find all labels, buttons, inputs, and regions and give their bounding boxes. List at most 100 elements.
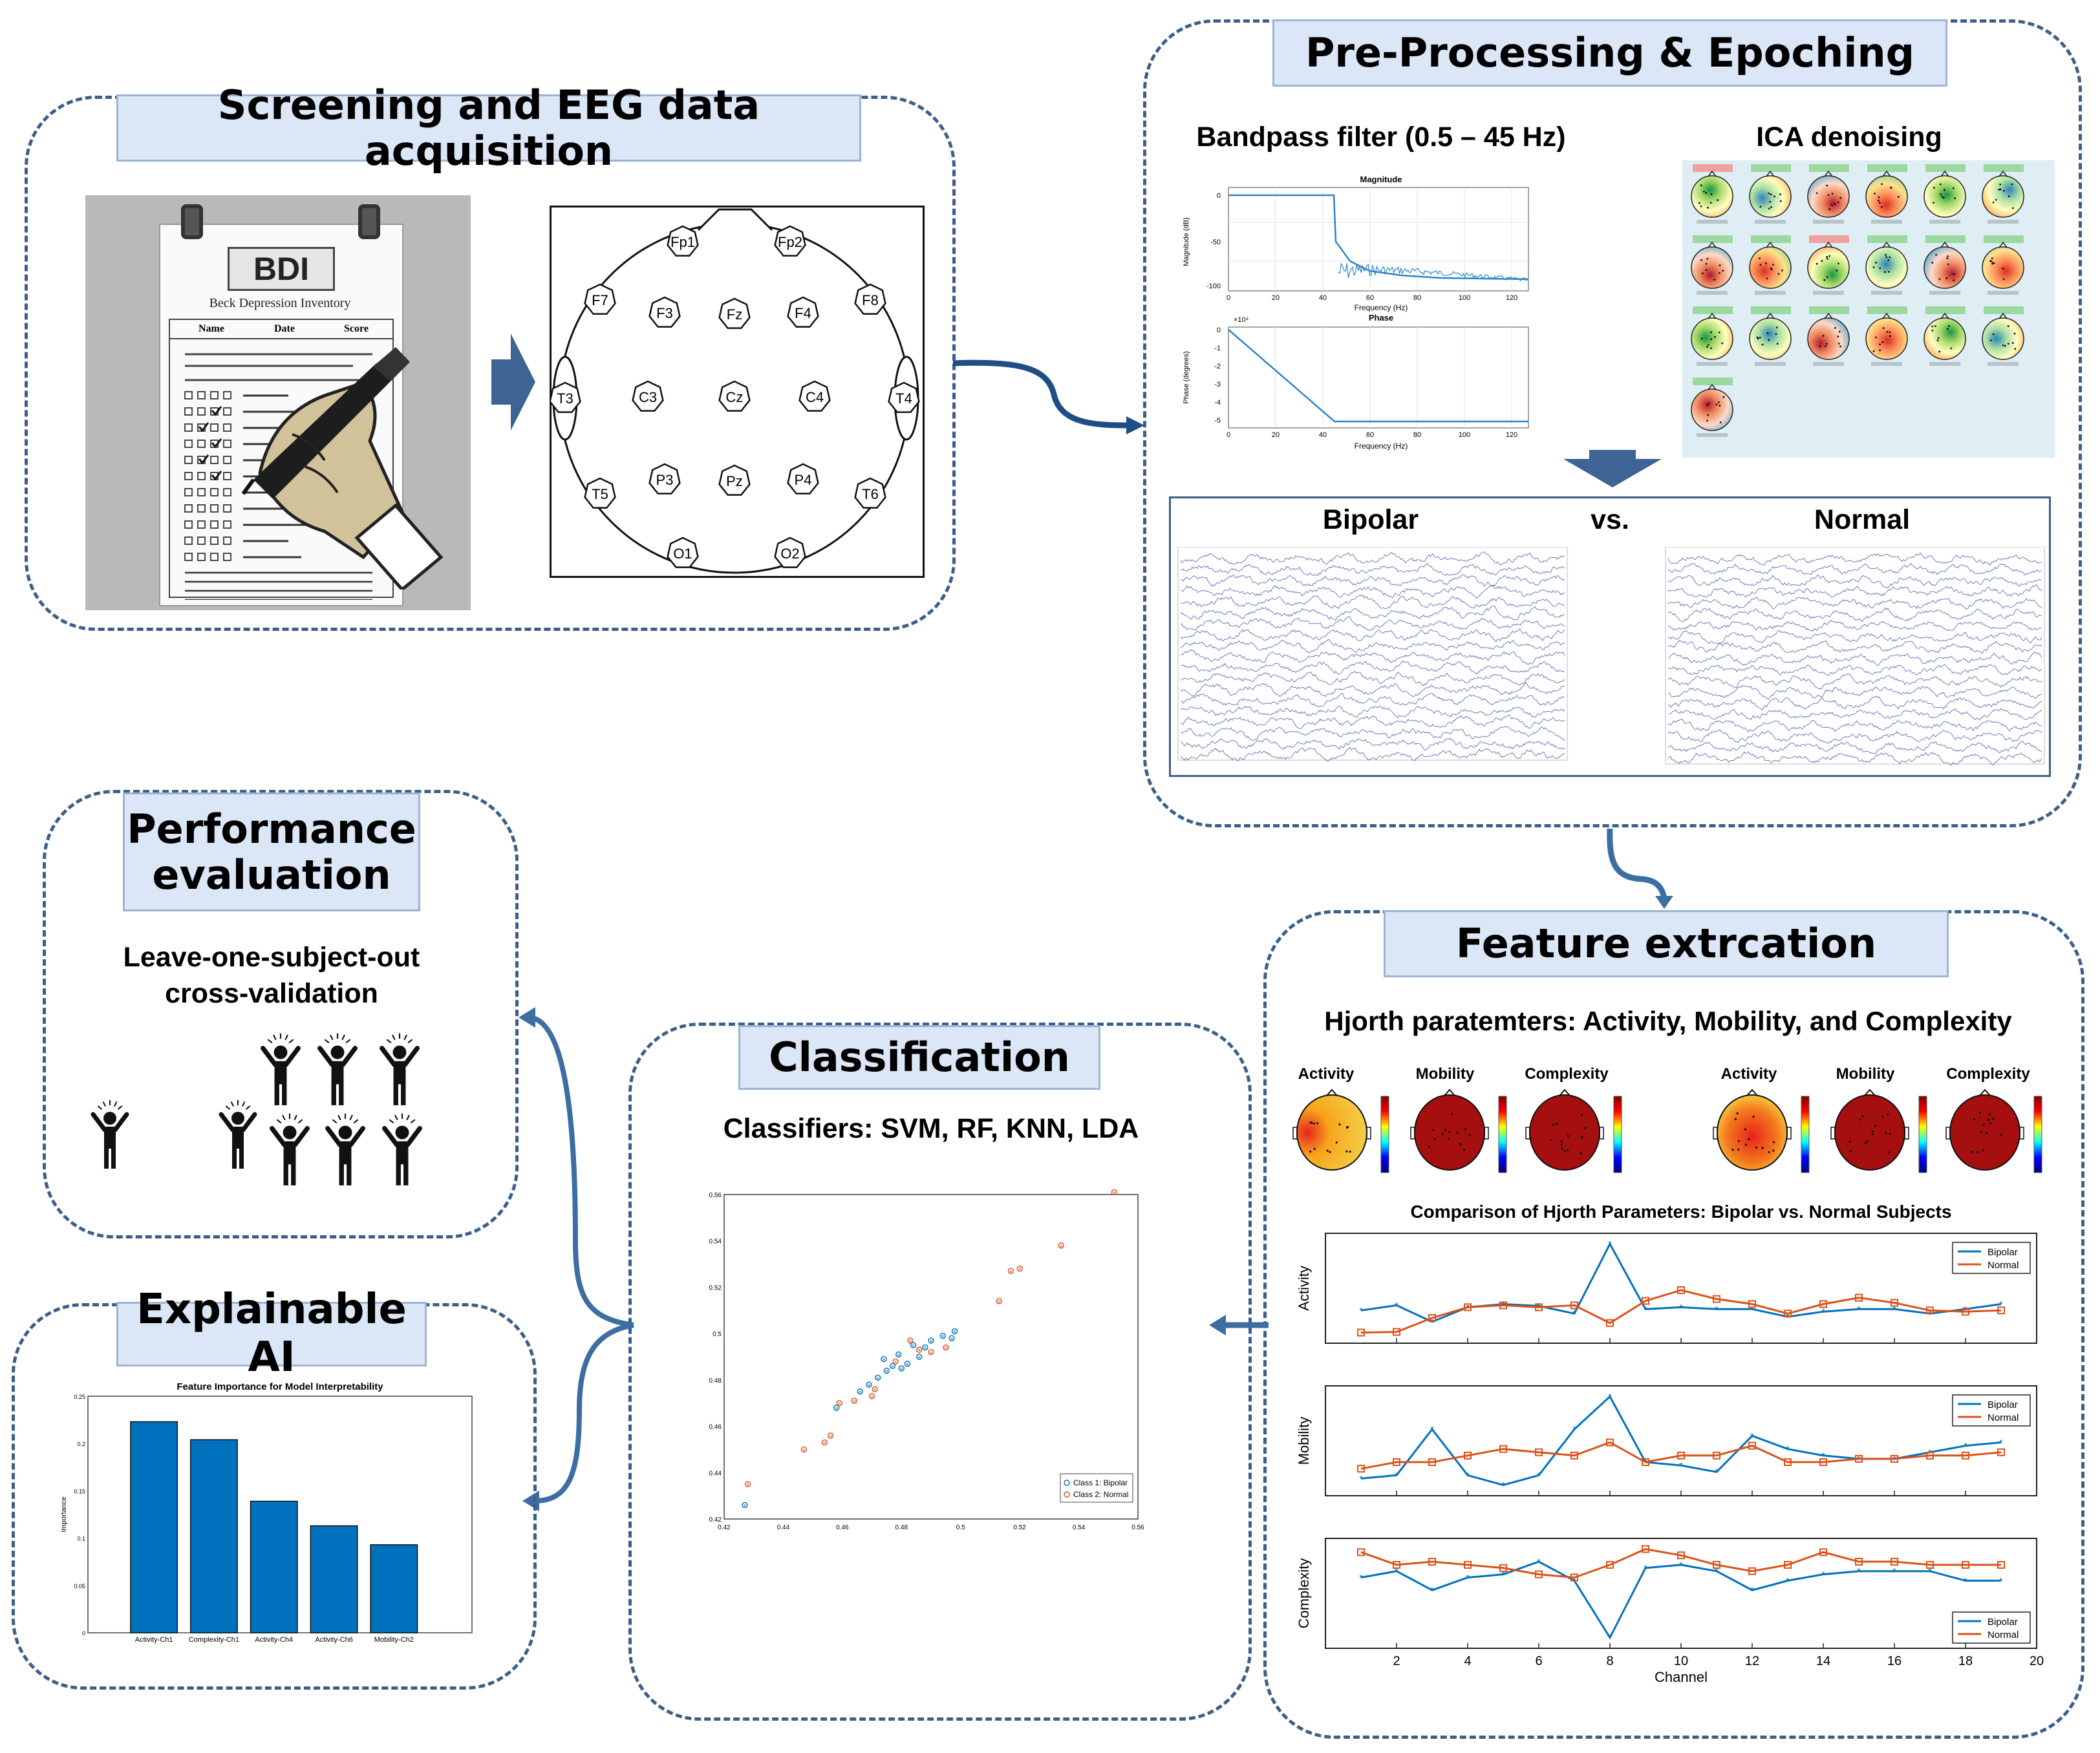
y-tick-label: 0.44 — [709, 1470, 722, 1477]
electrode-p3 — [648, 463, 681, 494]
electrode-t5 — [584, 477, 616, 509]
x-tick-label: 18 — [1958, 1654, 1973, 1668]
scatter-point — [800, 1446, 808, 1453]
data-point — [1784, 1458, 1792, 1467]
scatter-point — [916, 1354, 923, 1360]
electrode-f3 — [648, 296, 681, 328]
scatter-point — [744, 1481, 751, 1487]
data-point: * — [1359, 1573, 1363, 1583]
y-tick-label: 0.5 — [712, 1331, 722, 1338]
mag-ytick-2: -100 — [1206, 282, 1221, 290]
data-point: * — [1430, 1585, 1434, 1595]
electrode-p4 — [787, 463, 819, 494]
topo-label-mobility-normal: Mobility — [1836, 1065, 1895, 1083]
scatter-marker: × — [873, 1386, 877, 1394]
electrode-fp1 — [667, 225, 699, 257]
scatter-point — [857, 1388, 863, 1395]
person-icon — [91, 1100, 129, 1169]
legend-entry: Bipolar — [1988, 1617, 2018, 1628]
electrode-label: Pz — [726, 473, 743, 489]
scatter-marker: × — [823, 1440, 827, 1447]
data-point — [1393, 1328, 1400, 1336]
data-point: * — [1572, 1424, 1576, 1434]
x-tick-label: Mobility-Ch2 — [374, 1636, 414, 1644]
data-point: * — [1537, 1556, 1541, 1567]
hjorth-topomaps — [1292, 1089, 2042, 1173]
feature-title: Feature extrcation — [1384, 910, 1949, 977]
data-point — [1819, 1548, 1827, 1556]
electrode-label: F3 — [656, 305, 673, 321]
hjorth-chart-title: Comparison of Hjorth Parameters: Bipolar… — [1410, 1202, 1951, 1222]
electrode-label: Fp1 — [670, 234, 695, 250]
data-point: * — [1501, 1569, 1505, 1580]
scatter-marker: × — [897, 1352, 901, 1359]
data-point — [1997, 1306, 2005, 1315]
data-point — [1855, 1293, 1863, 1302]
x-tick-label: 6 — [1535, 1654, 1542, 1668]
x-tick-label: 0.52 — [1013, 1524, 1026, 1531]
data-point: * — [1715, 1304, 1719, 1314]
data-point: * — [1644, 1563, 1647, 1573]
y-tick-label: 0.48 — [709, 1377, 722, 1385]
data-point: * — [1857, 1304, 1861, 1314]
data-point: * — [1466, 1470, 1470, 1480]
data-point: * — [1892, 1304, 1896, 1314]
data-point: * — [1892, 1566, 1896, 1577]
y-tick-label: 0.54 — [709, 1238, 722, 1246]
scatter-marker: × — [906, 1361, 910, 1368]
legend-entry: Normal — [1988, 1260, 2019, 1271]
data-point — [1677, 1451, 1685, 1460]
data-point — [1855, 1454, 1863, 1463]
scatter-marker: × — [929, 1338, 933, 1345]
scatter-marker: × — [941, 1333, 945, 1341]
electrode-o2 — [774, 537, 806, 568]
scatter-point — [875, 1374, 881, 1381]
bdi-full-name: Beck Depression Inventory — [209, 296, 351, 310]
data-point — [1499, 1564, 1507, 1572]
data-point — [1428, 1558, 1436, 1566]
phase-ylabel: Phase (degrees) — [1183, 351, 1190, 403]
data-point: * — [1750, 1304, 1754, 1314]
xai-title: Explainable AI — [116, 1286, 427, 1381]
svg-text:80: 80 — [1413, 294, 1421, 302]
data-point: * — [1928, 1566, 1932, 1577]
data-point — [1962, 1451, 1969, 1460]
scatter-point — [866, 1381, 872, 1388]
bdi-column-date: Date — [274, 323, 295, 334]
topo-label-activity-normal: Activity — [1720, 1065, 1777, 1083]
electrode-label: C4 — [806, 389, 824, 405]
data-point — [1642, 1458, 1649, 1467]
scatter-marker: × — [829, 1433, 833, 1440]
data-point: * — [1608, 1391, 1612, 1401]
bipolar-eeg-traces — [1177, 547, 1568, 762]
scatter-marker: × — [912, 1343, 916, 1350]
scatter-marker: × — [802, 1447, 806, 1454]
hjorth-ylabel: Complexity — [1296, 1558, 1312, 1629]
data-point — [1855, 1558, 1863, 1566]
hjorth-comparison-chart: Comparison of Hjorth Parameters: Bipolar… — [1296, 1202, 2044, 1685]
data-point — [1535, 1448, 1543, 1456]
svg-text:120: 120 — [1506, 294, 1517, 302]
electrode-f4 — [787, 296, 819, 328]
topo-label-complexity-normal: Complexity — [1946, 1065, 2030, 1083]
classification-title: Classification — [738, 1025, 1100, 1090]
scatter-legend — [1060, 1473, 1133, 1503]
electrode-fp2 — [774, 225, 806, 257]
scatter-marker: × — [835, 1405, 839, 1412]
connector-arrow-3 — [1209, 1315, 1269, 1335]
bdi-illustration: BDI Beck Depression Inventory Name Date … — [85, 195, 471, 610]
legend-entry: Normal — [1988, 1412, 2019, 1423]
electrode-t6 — [854, 477, 886, 509]
electrode-label: T3 — [557, 390, 573, 407]
electrode-label: Fz — [727, 306, 742, 323]
scatter-marker: × — [743, 1502, 747, 1509]
data-point — [1464, 1303, 1472, 1312]
mag-ytick-0: 0 — [1217, 192, 1221, 200]
x-tick-label: Activity-Ch4 — [255, 1636, 293, 1644]
data-point — [1428, 1458, 1436, 1467]
bandpass-label: Bandpass filter (0.5 – 45 Hz) — [1196, 122, 1566, 153]
svg-text:120: 120 — [1506, 431, 1517, 439]
data-point: * — [1715, 1566, 1719, 1577]
hand-pen-icon — [241, 347, 444, 590]
